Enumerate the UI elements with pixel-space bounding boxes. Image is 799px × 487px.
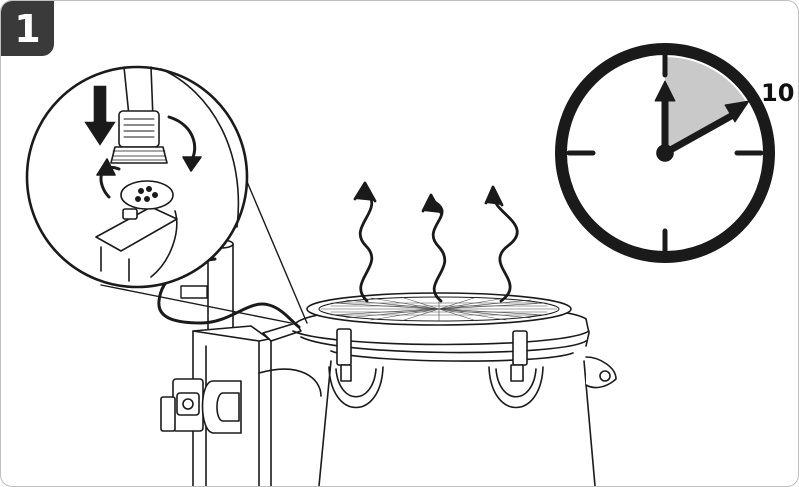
appliance-body — [161, 240, 616, 486]
magnified-connector-detail — [27, 67, 247, 287]
timer-clock-icon — [561, 49, 769, 257]
heat-waves — [355, 183, 517, 301]
timer-minutes-label: 10 — [761, 79, 794, 107]
